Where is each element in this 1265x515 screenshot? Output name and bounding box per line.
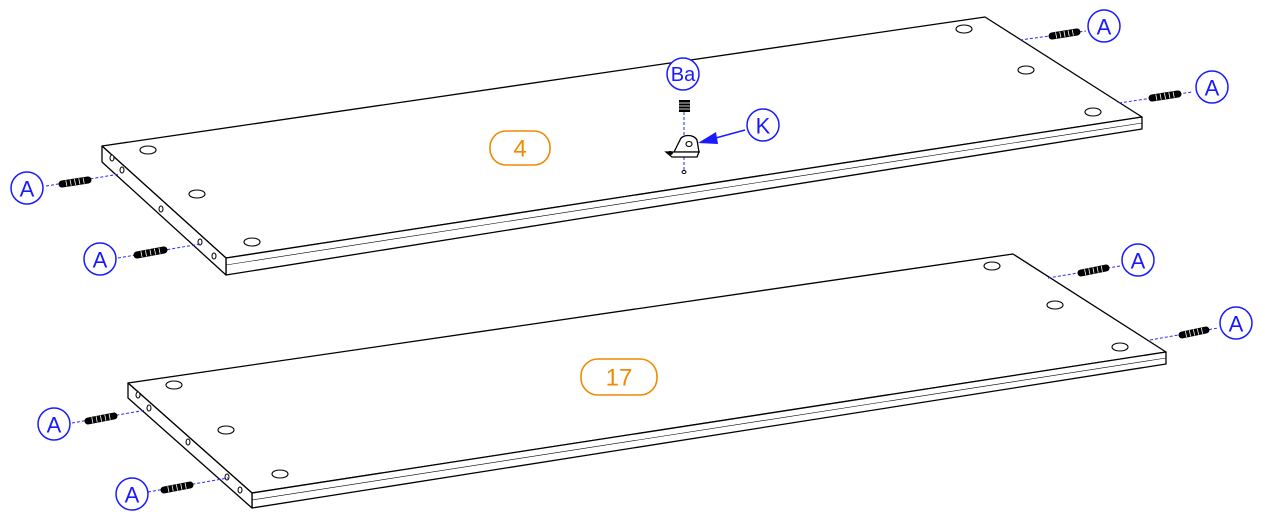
panel-17-edge-hole — [237, 486, 243, 494]
panel-4-edge-hole — [197, 238, 203, 246]
panel-4-hole — [1084, 107, 1102, 117]
callout-ba: Ba — [666, 57, 700, 91]
callout-a: A — [115, 477, 149, 511]
dowel-group — [45, 28, 1219, 494]
panel-4-hole — [139, 145, 157, 155]
callout-a-label: A — [1205, 76, 1220, 101]
panel-4 — [101, 16, 1143, 276]
panel-4-edge-hole — [158, 205, 164, 213]
panel-17-hole — [271, 469, 289, 479]
panel-4-hole — [188, 189, 206, 199]
panel-17-hole — [1046, 300, 1064, 310]
callout-a-label: A — [1229, 312, 1244, 337]
part-label-17: 17 — [580, 358, 658, 396]
panel-17-edge-hole — [224, 473, 230, 481]
callout-a: A — [1219, 306, 1253, 340]
panel-17-hole — [1111, 342, 1129, 352]
callout-ba-label: Ba — [671, 64, 696, 86]
bracket-part — [664, 134, 700, 158]
callout-a: A — [83, 242, 117, 276]
part-number-4: 4 — [513, 136, 526, 163]
panel-17-edge-hole — [185, 438, 191, 446]
callout-a-label: A — [47, 413, 62, 438]
part-label-4: 4 — [489, 130, 551, 166]
screw-part — [679, 100, 690, 112]
panel-4-edge-hole — [211, 252, 217, 260]
panel-4-hole — [243, 237, 261, 247]
callout-a-label: A — [20, 177, 35, 202]
bracket-assembly — [664, 100, 746, 174]
panel-4-hole — [1017, 65, 1035, 75]
callout-a-label: A — [1131, 249, 1146, 274]
part-number-17: 17 — [606, 365, 633, 392]
callout-a-label: A — [1097, 15, 1112, 40]
callout-a: A — [1087, 9, 1121, 43]
callout-a: A — [1121, 243, 1155, 277]
callout-a: A — [1195, 70, 1229, 104]
panel-17-edge-hole — [146, 404, 152, 412]
callout-k: K — [746, 108, 780, 142]
panel-4-left-edge — [101, 145, 227, 276]
panel-17-left-edge — [127, 382, 253, 509]
callout-a-label: A — [125, 483, 140, 508]
callout-k-label: K — [756, 114, 771, 139]
callout-a: A — [37, 407, 71, 441]
panel-4-edge-hole — [109, 154, 115, 162]
panel-17-hole — [983, 261, 1001, 271]
callout-a-label: A — [93, 248, 108, 273]
callout-a: A — [10, 171, 44, 205]
panel-17-hole — [165, 380, 183, 390]
panel-4-top-face — [101, 16, 1143, 259]
panel-17-hole — [217, 425, 235, 435]
panel-4-edge-hole — [119, 166, 125, 174]
panel-4-hole — [955, 24, 973, 34]
panel-17-edge-hole — [135, 391, 141, 399]
